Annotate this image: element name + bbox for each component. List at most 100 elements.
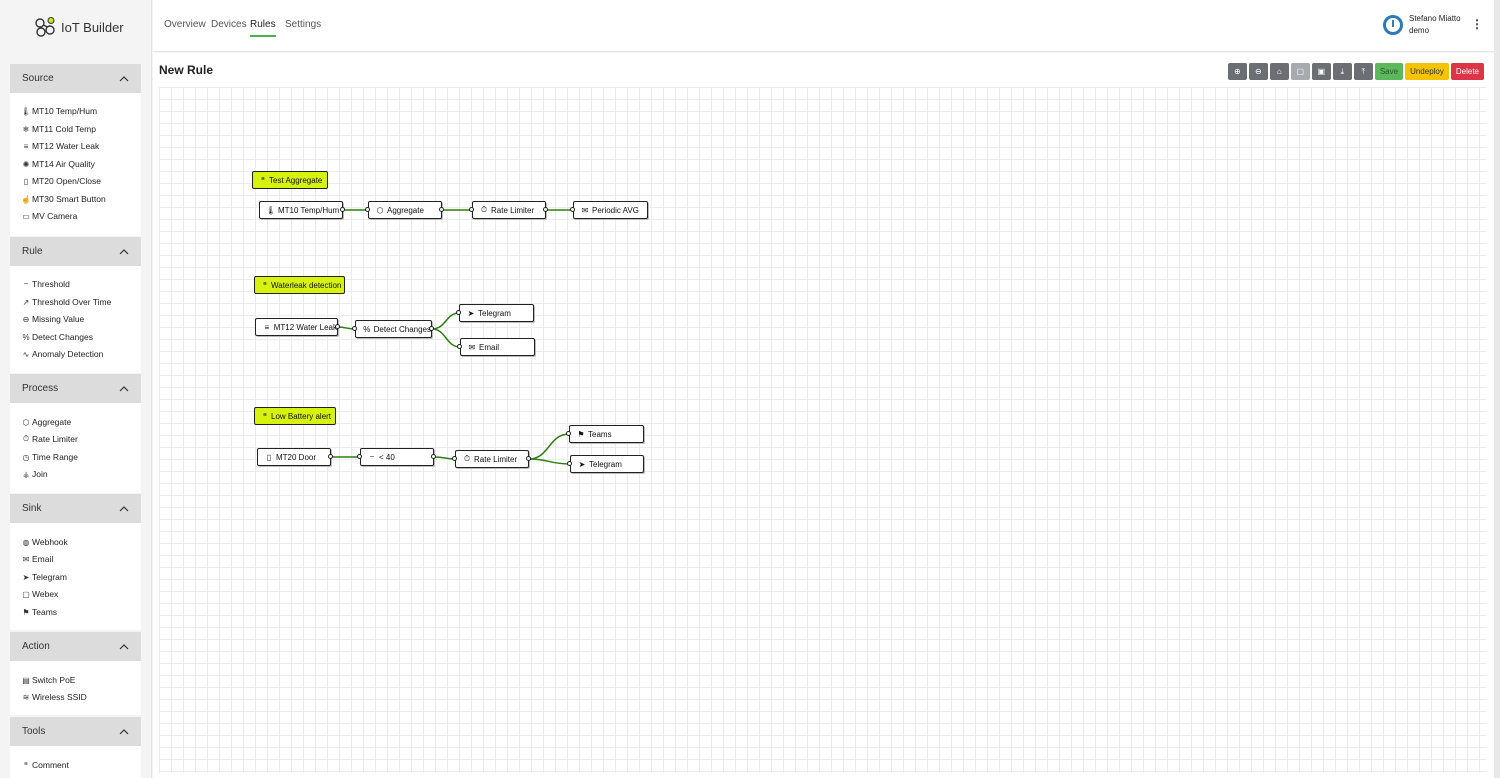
flow-canvas[interactable]: [159, 87, 1487, 773]
sidebar-item-mt10[interactable]: 🌡MT10 Temp/Hum: [21, 104, 97, 118]
sidebar-item-anomaly-detection[interactable]: ∿Anomaly Detection: [21, 347, 104, 361]
output-port[interactable]: [335, 324, 340, 329]
output-port[interactable]: [543, 207, 548, 212]
tab-devices[interactable]: Devices: [211, 19, 247, 30]
sidebar-item-label: Threshold: [32, 279, 70, 289]
sidebar-item-mt11[interactable]: ❄MT11 Cold Temp: [21, 122, 96, 136]
page-scrollbar[interactable]: [1494, 0, 1500, 778]
delete-button[interactable]: Delete: [1450, 63, 1484, 80]
input-port[interactable]: [566, 431, 571, 436]
comment-node[interactable]: “Test Aggregate: [252, 171, 328, 189]
flow-node[interactable]: ⏱Rate Limiter: [472, 201, 546, 219]
sidebar-item-label: Webhook: [32, 537, 68, 547]
sidebar-item-label: Wireless SSID: [32, 692, 87, 702]
sidebar-item-missing-value[interactable]: ⊖Missing Value: [21, 312, 85, 326]
user-menu[interactable]: Stefano Miatto demo: [1383, 13, 1461, 37]
sidebar-item-label: MV Camera: [32, 211, 78, 221]
section-header-tools[interactable]: Tools: [10, 717, 141, 746]
sidebar-item-wireless-ssid[interactable]: ≋Wireless SSID: [21, 690, 87, 704]
output-port[interactable]: [328, 454, 333, 459]
sidebar-item-comment[interactable]: “Comment: [21, 758, 69, 772]
thermometer-icon: 🌡: [265, 205, 277, 215]
flow-node[interactable]: ⎯< 40: [360, 448, 434, 466]
output-port[interactable]: [340, 207, 345, 212]
output-port[interactable]: [431, 454, 436, 459]
output-port[interactable]: [526, 456, 531, 461]
flow-node[interactable]: ➤Telegram: [459, 304, 534, 322]
section-header-rule[interactable]: Rule: [10, 237, 141, 266]
section-header-action[interactable]: Action: [10, 632, 141, 661]
zoom-in-icon[interactable]: ⊕: [1227, 63, 1247, 80]
download-icon[interactable]: ⤓: [1332, 63, 1352, 80]
sidebar-item-detect-changes[interactable]: %Detect Changes: [21, 330, 93, 344]
input-port[interactable]: [357, 454, 362, 459]
section-header-source[interactable]: Source: [10, 64, 141, 93]
flow-node[interactable]: ⬡Aggregate: [368, 201, 442, 219]
clipboard-icon[interactable]: ▢: [1290, 63, 1310, 80]
sidebar-item-threshold[interactable]: ⎯Threshold: [21, 277, 70, 291]
save-button[interactable]: Save: [1374, 63, 1404, 80]
sidebar-item-label: MT10 Temp/Hum: [32, 106, 98, 116]
input-port[interactable]: [452, 456, 457, 461]
flow-node[interactable]: ➤Telegram: [570, 455, 644, 473]
tab-overview[interactable]: Overview: [164, 19, 206, 30]
flow-node[interactable]: ✉Periodic AVG: [573, 201, 648, 219]
sidebar-item-aggregate[interactable]: ⬡Aggregate: [21, 415, 72, 429]
sidebar-item-label: Join: [32, 469, 48, 479]
sidebar-item-email[interactable]: ✉Email: [21, 552, 54, 566]
sidebar-item-label: Aggregate: [32, 417, 72, 427]
sidebar-item-time-range[interactable]: ◷Time Range: [21, 450, 78, 464]
tab-rules[interactable]: Rules: [250, 19, 276, 37]
flow-node[interactable]: ▯MT20 Door: [257, 448, 331, 466]
input-port[interactable]: [469, 207, 474, 212]
envelope-icon: ✉: [468, 342, 476, 352]
sidebar-item-rate-limiter[interactable]: ⏱Rate Limiter: [21, 432, 78, 446]
percent-icon: %: [363, 324, 371, 334]
sidebar-item-telegram[interactable]: ➤Telegram: [21, 570, 67, 584]
comment-node[interactable]: “Low Battery alert: [254, 407, 336, 425]
comment-node[interactable]: “Waterleak detection: [254, 276, 345, 294]
input-port[interactable]: [567, 461, 572, 466]
image-icon[interactable]: ▣: [1311, 63, 1331, 80]
flow-node[interactable]: 🌡MT10 Temp/Hum: [259, 201, 343, 219]
comment-text: Test Aggregate: [269, 175, 323, 185]
node-label: Teams: [588, 429, 612, 439]
camera-icon: ▭: [22, 211, 30, 221]
sidebar-item-threshold-over-time[interactable]: ↗Threshold Over Time: [21, 295, 112, 309]
input-port[interactable]: [365, 207, 370, 212]
flow-node[interactable]: ✉Email: [460, 338, 535, 356]
home-icon[interactable]: ⌂: [1269, 63, 1289, 80]
section-header-process[interactable]: Process: [10, 374, 141, 403]
input-port[interactable]: [570, 207, 575, 212]
sidebar-item-mt14[interactable]: ✺MT14 Air Quality: [21, 157, 95, 171]
node-label: Periodic AVG: [592, 205, 639, 215]
sidebar-item-mv-camera[interactable]: ▭MV Camera: [21, 209, 77, 223]
tab-settings[interactable]: Settings: [285, 19, 322, 30]
flow-node[interactable]: ⚑Teams: [569, 425, 644, 443]
sidebar-item-join[interactable]: ⚶Join: [21, 467, 48, 481]
sidebar-item-mt12[interactable]: ≡MT12 Water Leak: [21, 139, 100, 153]
input-port[interactable]: [456, 310, 461, 315]
flow-node[interactable]: ⏱Rate Limiter: [455, 450, 529, 468]
sidebar-item-webex[interactable]: ▢Webex: [21, 587, 58, 601]
teams-icon: ⚑: [22, 607, 30, 617]
sidebar-item-switch-poe[interactable]: ▤Switch PoE: [21, 673, 75, 687]
sidebar-item-mt20[interactable]: ▯MT20 Open/Close: [21, 174, 101, 188]
upload-icon[interactable]: ⤒: [1353, 63, 1373, 80]
section-header-sink[interactable]: Sink: [10, 494, 141, 523]
undeploy-button[interactable]: Undeploy: [1405, 63, 1449, 80]
flow-node[interactable]: %Detect Changes: [355, 320, 432, 338]
sidebar-item-webhook[interactable]: ◍Webhook: [21, 535, 68, 549]
input-port[interactable]: [352, 326, 357, 331]
sidebar-item-mt30[interactable]: ☝MT30 Smart Button: [21, 192, 106, 206]
output-port[interactable]: [439, 207, 444, 212]
input-port[interactable]: [457, 344, 462, 349]
output-port[interactable]: [429, 326, 434, 331]
more-options-icon[interactable]: ⋮: [1471, 17, 1483, 31]
node-label: Aggregate: [387, 205, 424, 215]
stopwatch-icon: ⏱: [463, 454, 471, 463]
app-logo[interactable]: IoT Builder: [34, 15, 124, 39]
zoom-out-icon[interactable]: ⊖: [1248, 63, 1268, 80]
sidebar-item-teams[interactable]: ⚑Teams: [21, 605, 57, 619]
flow-node[interactable]: ≡MT12 Water Leak: [255, 318, 338, 336]
